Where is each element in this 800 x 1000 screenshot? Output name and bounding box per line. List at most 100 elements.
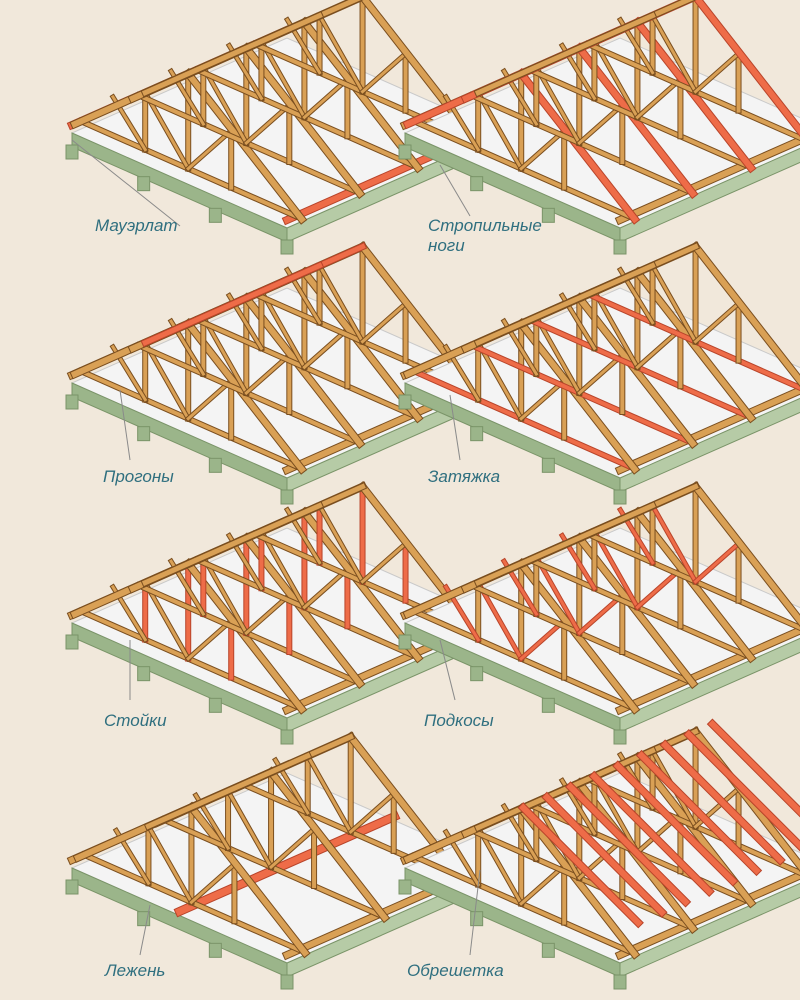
side-wall xyxy=(619,637,800,733)
strut-face xyxy=(189,862,237,905)
rafter-face xyxy=(242,533,365,688)
strut-face xyxy=(534,64,582,146)
wall-column xyxy=(65,394,79,410)
strut-face xyxy=(693,541,741,584)
batten-face xyxy=(637,751,761,875)
leader-line xyxy=(439,639,456,701)
mauerlat-right-face xyxy=(616,387,800,474)
batten-face xyxy=(684,730,800,851)
strut-face xyxy=(244,102,292,146)
strut-face xyxy=(302,77,350,120)
strut-face xyxy=(476,340,524,421)
batten-face xyxy=(708,719,800,816)
rafter-face xyxy=(184,69,306,224)
leader-line xyxy=(139,904,151,956)
wall-column xyxy=(137,666,151,682)
wall-column xyxy=(613,974,627,990)
strut-face xyxy=(317,13,365,94)
strut-face xyxy=(201,314,249,396)
batten-face xyxy=(566,782,690,907)
leader-line xyxy=(119,389,131,461)
rafter-face xyxy=(300,268,423,423)
side-wall xyxy=(619,147,800,243)
strut-face xyxy=(143,580,191,661)
wall-column xyxy=(137,176,151,192)
strut-face xyxy=(650,503,698,584)
batten-face xyxy=(613,761,738,886)
batten-face xyxy=(589,772,714,896)
rafter-face xyxy=(691,242,800,386)
leader-line xyxy=(71,139,181,227)
wall-column xyxy=(541,697,555,713)
wall-column xyxy=(398,394,412,410)
strut-face xyxy=(186,128,234,171)
strut-face xyxy=(476,90,524,171)
side-purlin-face xyxy=(474,12,656,96)
strut-face xyxy=(577,592,625,636)
leader-line xyxy=(469,869,481,956)
strut-face xyxy=(360,51,408,94)
wall-column xyxy=(208,457,222,473)
strut-face xyxy=(476,825,524,906)
strut-face xyxy=(348,791,396,834)
strut-face xyxy=(534,554,582,636)
rafter-face xyxy=(187,803,310,957)
label-purlins: Прогоны xyxy=(103,467,174,486)
strut-face xyxy=(592,529,640,610)
wall-column xyxy=(470,426,484,442)
strut-face xyxy=(519,128,567,171)
wall-column xyxy=(398,634,412,650)
wall-column xyxy=(137,426,151,442)
strut-face xyxy=(302,567,350,610)
rafter-face xyxy=(184,559,306,714)
strut-face xyxy=(259,39,307,120)
strut-face xyxy=(360,301,408,344)
strut-face xyxy=(186,378,234,421)
rafter-face xyxy=(517,804,639,959)
rafter-face xyxy=(633,18,756,173)
rafter-face xyxy=(691,482,800,626)
wall-column xyxy=(208,942,222,958)
mauerlat-right-face xyxy=(616,627,800,714)
wall-column xyxy=(280,489,294,505)
strut-face xyxy=(268,826,317,870)
strut-face xyxy=(534,314,582,396)
strut-face xyxy=(146,824,194,905)
side-wall xyxy=(619,397,800,493)
strut-face xyxy=(577,352,625,396)
wall-column xyxy=(613,239,627,255)
side-purlin-face xyxy=(145,752,312,830)
wall-column xyxy=(398,144,412,160)
label-battens: Обрешетка xyxy=(407,961,504,980)
strut-face xyxy=(302,327,350,370)
leader-line xyxy=(439,164,471,217)
side-purlin-face xyxy=(141,502,323,586)
rafter-face xyxy=(266,767,389,922)
strut-face xyxy=(635,567,683,610)
label-tie: Затяжка xyxy=(428,467,501,486)
rafter-face xyxy=(517,319,639,474)
roof-panel-struts xyxy=(398,481,800,745)
batten-face xyxy=(660,740,785,865)
label-struts: Подкосы xyxy=(424,711,494,730)
rafter-face xyxy=(517,69,639,224)
rafter-face xyxy=(633,268,756,423)
roof-panel-tie xyxy=(398,241,800,505)
strut-face xyxy=(519,863,567,906)
wall-column xyxy=(280,974,294,990)
strut-face xyxy=(186,618,234,661)
strut-face xyxy=(226,788,274,870)
wall-column xyxy=(280,729,294,745)
rafter-face xyxy=(575,533,698,688)
side-purlin-face xyxy=(141,12,323,96)
batten-face xyxy=(542,793,667,917)
wall-column xyxy=(613,489,627,505)
roof-panel-rafters xyxy=(398,0,800,255)
wall-column xyxy=(398,879,412,895)
rafter-face xyxy=(242,293,365,448)
strut-face xyxy=(317,503,365,584)
side-purlin-face xyxy=(474,747,656,831)
rafter-face xyxy=(517,559,639,714)
strut-face xyxy=(244,352,292,396)
